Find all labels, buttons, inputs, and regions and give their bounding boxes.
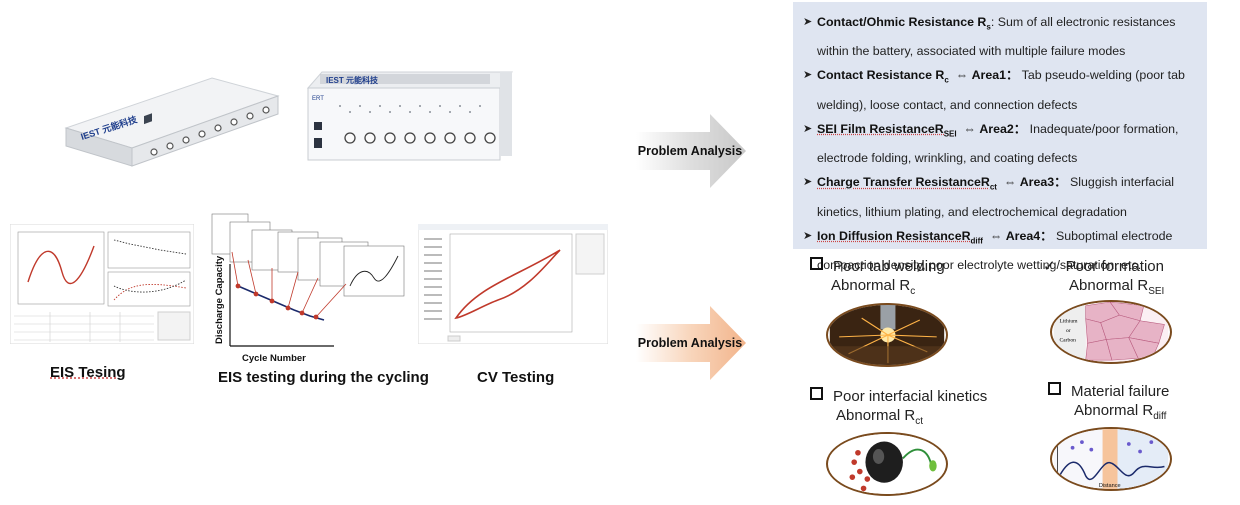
problem-analysis-label-top: Problem Analysis <box>637 144 743 158</box>
panel-item-ohmic: ➤ Contact/Ohmic Resistance Rs: Sum of al… <box>803 10 1197 63</box>
arrow-shape-gray <box>636 114 746 188</box>
item-area: Area4： <box>1005 228 1053 243</box>
failure-mode-material: Material failure Abnormal Rdiff <box>1048 382 1169 426</box>
item-sub: c <box>944 75 949 85</box>
checkmark-icon: ✓ <box>1043 258 1056 275</box>
arrow-shape-orange <box>636 306 746 380</box>
panel-item-contact: ➤ Contact Resistance Rc ⇔ Area1： Tab pse… <box>803 63 1197 116</box>
sei-label-or: or <box>1066 328 1071 334</box>
failure-mode-sub: diff <box>1153 411 1167 422</box>
item-sub: diff <box>970 236 983 246</box>
item-text: : Sum of all electronic resistances with… <box>817 15 1176 59</box>
item-head: Charge Transfer ResistanceR <box>817 175 990 190</box>
resistance-analysis-panel: ➤ Contact/Ohmic Resistance Rs: Sum of al… <box>793 2 1207 272</box>
panel-item-ion-diffusion: ➤ Ion Diffusion ResistanceRdiff ⇔ Area4：… <box>803 224 1197 277</box>
problem-analysis-arrow-top: Problem Analysis <box>636 114 754 188</box>
item-area: Area3： <box>1019 175 1067 190</box>
welding-sparks-image <box>826 303 948 367</box>
arrow-bullet-icon: ➤ <box>803 16 813 28</box>
failure-mode-sub: ct <box>915 416 923 427</box>
eis-cycling-caption: EIS testing during the cycling <box>218 369 429 386</box>
item-text: Sluggish interfacial kinetics, lithium p… <box>817 175 1175 219</box>
failure-mode-abnormal: Abnormal R <box>836 407 916 424</box>
failure-mode-tab-welding: Poor tab welding Abnormal Rc <box>810 257 945 301</box>
failure-mode-interfacial: Poor interfacial kinetics Abnormal Rct <box>810 387 987 431</box>
arrow-bullet-icon: ➤ <box>803 229 813 242</box>
item-head: Contact Resistance R <box>817 68 945 83</box>
checkbox-icon <box>810 387 823 400</box>
failure-mode-title: Poor interfacial kinetics <box>833 388 988 405</box>
eis-cycling-chart: Discharge Capacity Cycle Number <box>208 212 414 364</box>
failure-mode-title: Poor tab welding <box>833 258 945 275</box>
failure-mode-formation: ✓ Poor formation Abnormal RSEI <box>1043 257 1164 301</box>
checkbox-icon <box>810 257 823 270</box>
cycling-y-axis-label: Discharge Capacity <box>214 255 225 344</box>
arrow-bullet-icon: ➤ <box>803 69 813 82</box>
item-head: SEI Film ResistanceR <box>817 121 944 136</box>
eis-caption-text: EIS Tesing <box>50 364 126 381</box>
double-arrow-icon: ⇔ <box>986 228 1006 243</box>
charge-transfer-image <box>826 432 948 496</box>
diffusion-distance-label: Distance <box>1099 483 1121 489</box>
failure-mode-abnormal: Abnormal R <box>1074 402 1154 419</box>
failure-mode-sub: SEI <box>1148 286 1165 297</box>
panel-item-charge-transfer: ➤ Charge Transfer ResistanceRct ⇔ Area3：… <box>803 170 1197 223</box>
item-sub: ct <box>989 182 997 192</box>
sei-label-carbon: Carbon <box>1059 337 1076 343</box>
item-text: Tab pseudo-welding (poor tab welding), l… <box>817 68 1185 112</box>
eis-software-screenshot <box>10 224 194 344</box>
failure-mode-title: Material failure <box>1071 383 1170 400</box>
item-sub: SEI <box>943 129 957 139</box>
failure-mode-title: Poor formation <box>1065 258 1164 275</box>
arrow-bullet-icon: ➤ <box>803 176 813 189</box>
item-text: Inadequate/poor formation, electrode fol… <box>817 121 1179 166</box>
box-brand-label: IEST 元能科技 <box>326 75 379 85</box>
item-area: Area2： <box>979 121 1027 136</box>
cv-software-screenshot <box>418 224 608 344</box>
problem-analysis-label-bottom: Problem Analysis <box>637 336 743 350</box>
box-model-label: ERT <box>312 96 324 102</box>
double-arrow-icon: ⇔ <box>952 68 972 83</box>
item-head: Ion Diffusion ResistanceR <box>817 228 971 243</box>
cycling-x-axis-label: Cycle Number <box>242 353 306 364</box>
arrow-bullet-icon: ➤ <box>803 122 813 135</box>
item-head: Contact/Ohmic Resistance R <box>817 15 987 29</box>
box-battery-tester-image: IEST 元能科技 ERT <box>306 71 513 161</box>
cv-caption: CV Testing <box>477 369 555 386</box>
item-text: Suboptimal electrode compaction density,… <box>817 228 1173 273</box>
double-arrow-icon: ⇔ <box>1000 175 1020 190</box>
eis-caption: EIS Tesing <box>50 364 126 381</box>
ion-diffusion-image: Distance <box>1050 427 1172 491</box>
failure-mode-abnormal: Abnormal R <box>831 277 911 294</box>
failure-mode-abnormal: Abnormal R <box>1069 277 1149 294</box>
double-arrow-icon: ⇔ <box>960 121 980 136</box>
panel-item-sei: ➤ SEI Film ResistanceRSEI ⇔ Area2： Inade… <box>803 117 1197 170</box>
problem-analysis-arrow-bottom: Problem Analysis <box>636 306 754 380</box>
item-area: Area1： <box>971 68 1019 83</box>
checkbox-icon <box>1048 382 1061 395</box>
failure-mode-sub: c <box>910 286 916 297</box>
sei-label-lithium: Lithium <box>1059 319 1078 325</box>
rack-battery-tester-image: IEST 元能科技 <box>64 77 280 167</box>
sei-layer-image: Lithium or Carbon <box>1050 300 1172 364</box>
item-sub: s <box>986 22 991 32</box>
